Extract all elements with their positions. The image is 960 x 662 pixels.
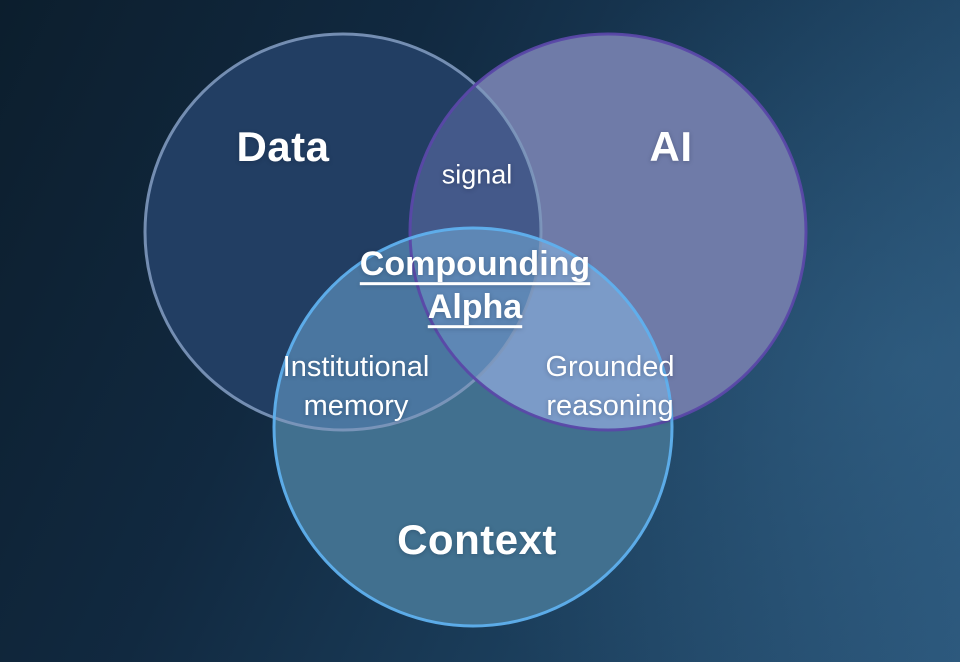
overlap-data-context-label: Institutional memory <box>282 351 430 422</box>
overlap-ai-context-label: Grounded reasoning <box>545 351 675 422</box>
data-circle-label: Data <box>236 123 330 170</box>
context-circle-label: Context <box>397 516 557 563</box>
ai-circle-label: AI <box>649 123 693 170</box>
ai-circle-border <box>408 32 808 432</box>
data-circle-border <box>143 32 543 432</box>
context-circle-border <box>272 226 674 628</box>
overlap-data-ai-label: signal <box>441 159 513 190</box>
center-overlap-label: Compounding Alpha <box>359 245 591 326</box>
